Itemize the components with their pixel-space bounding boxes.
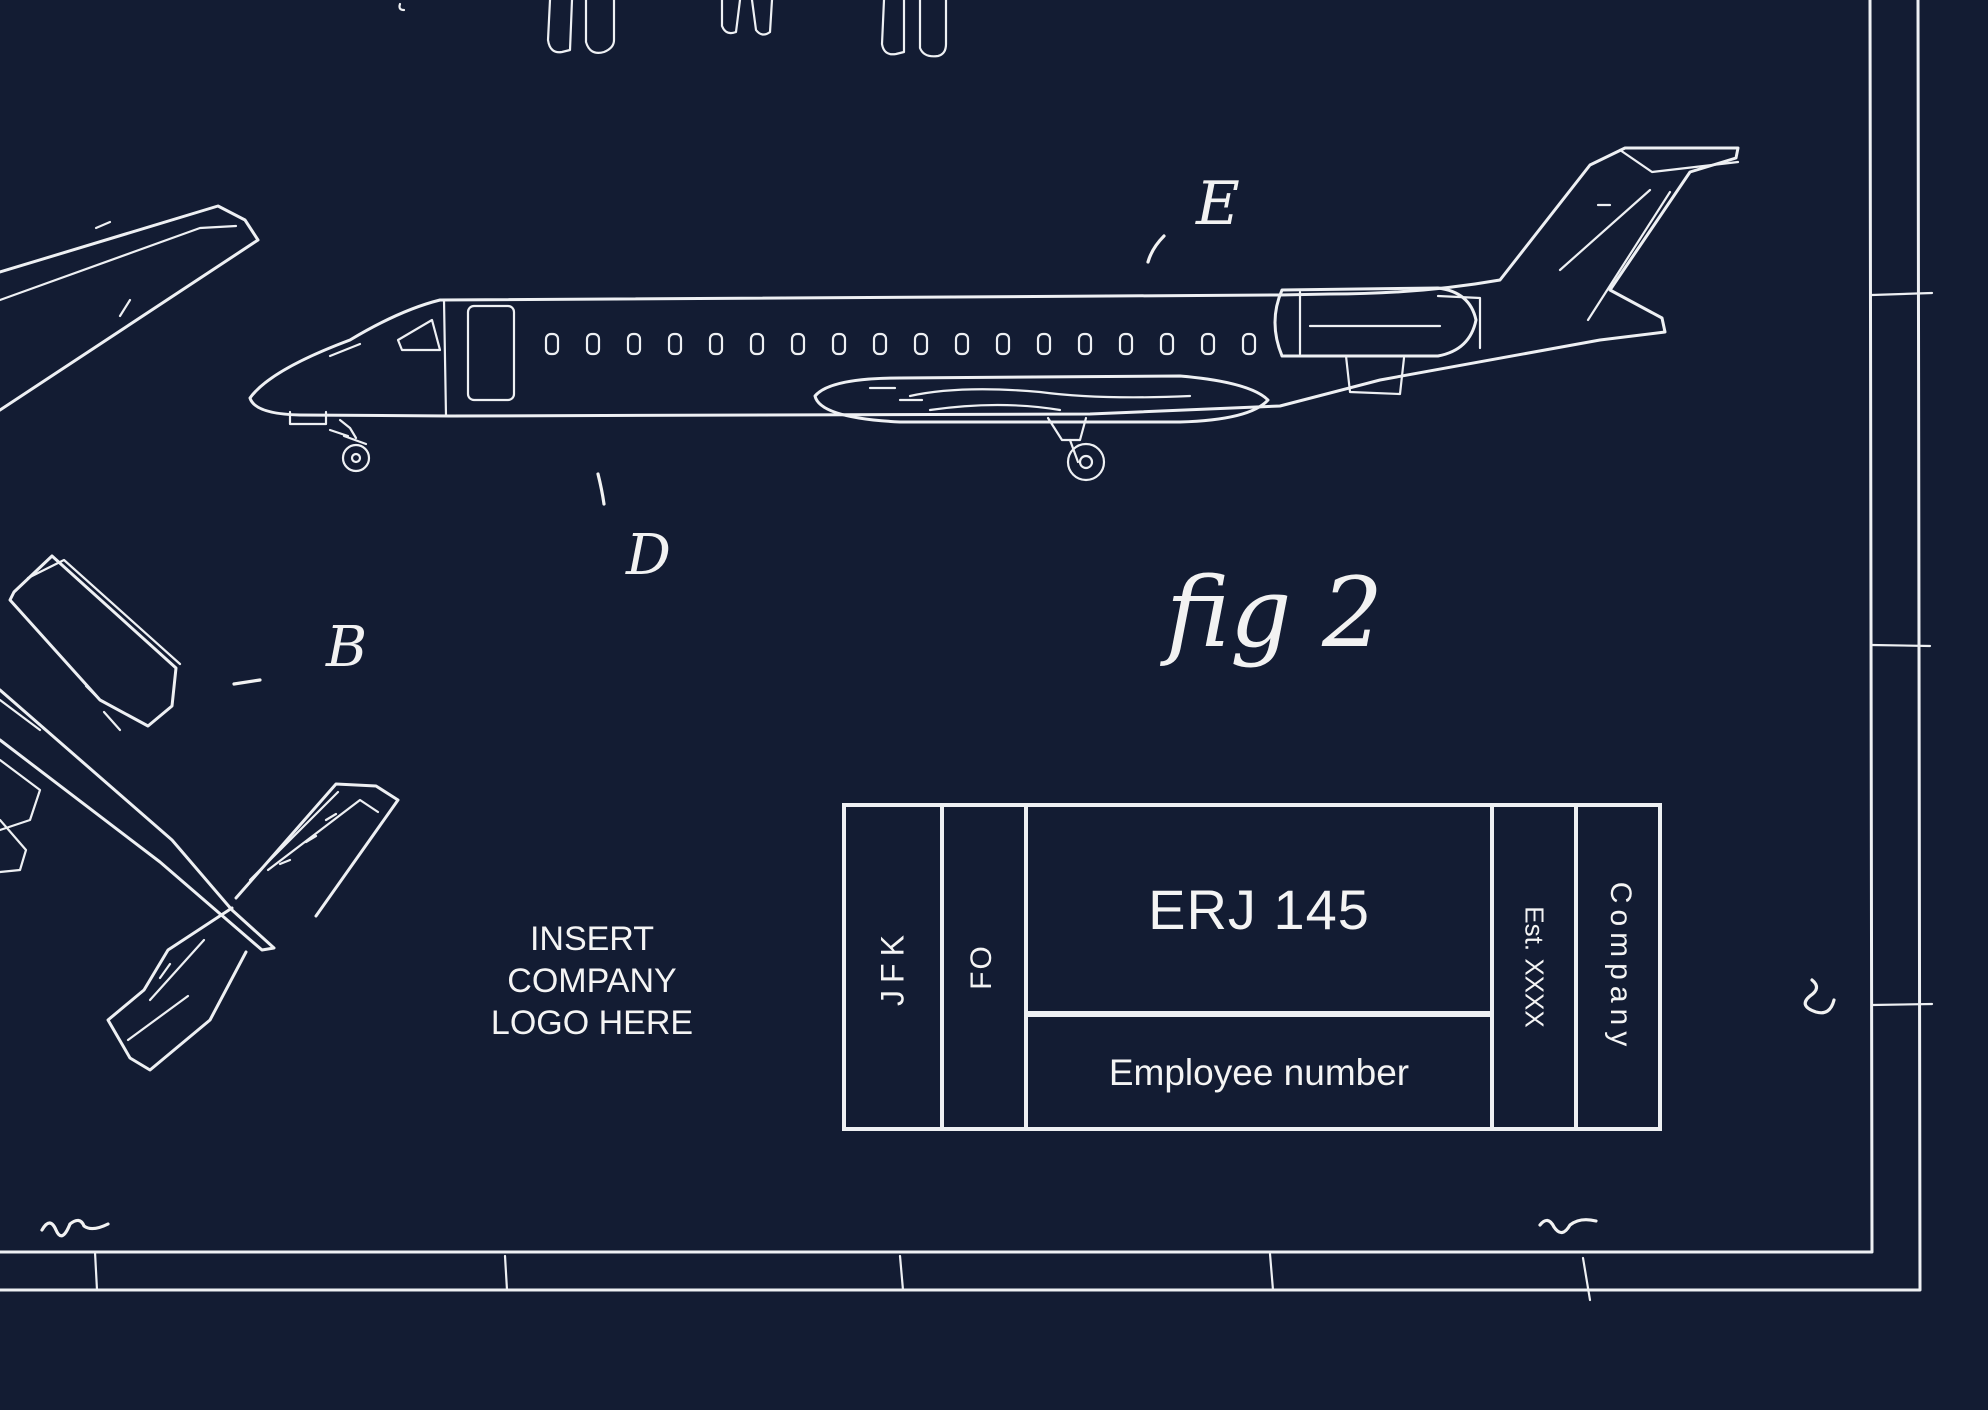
established-text: Est. XXXX: [1519, 906, 1550, 1028]
logo-placeholder-line-2: COMPANY: [507, 962, 677, 1000]
company-text: Company: [1604, 881, 1637, 1053]
callout-d: D: [625, 523, 671, 588]
side-view-aircraft: [248, 146, 1740, 482]
callout-leaders: [232, 234, 1166, 686]
window-row: [544, 332, 1257, 356]
callout-labels: E D B fig 2: [325, 169, 1383, 680]
aircraft-cell: ERJ 145: [1028, 807, 1490, 1017]
title-block: JFK FO ERJ 145 Employee number Est. XXXX…: [842, 803, 1662, 1131]
employee-number-label: Employee number: [1108, 1052, 1410, 1093]
location-text: JFK: [874, 928, 911, 1006]
employee-number-cell: Employee number: [1028, 1017, 1490, 1129]
partial-top-view-aircraft: [0, 204, 400, 1072]
divider-right-1: [1490, 807, 1494, 1127]
company-cell: Company: [1578, 807, 1662, 1127]
logo-placeholder: INSERT COMPANY LOGO HERE: [452, 918, 732, 1044]
established-cell: Est. XXXX: [1494, 807, 1578, 1127]
rank-text: FO: [965, 944, 998, 990]
callout-e: E: [1195, 169, 1240, 239]
sheet-border: [0, 0, 1934, 1302]
location-cell: JFK: [846, 807, 944, 1127]
rank-cell: FO: [940, 807, 1028, 1127]
callout-b: B: [325, 615, 367, 680]
figure-label: fig 2: [1160, 557, 1383, 669]
top-partial-figures: [398, 0, 948, 58]
logo-placeholder-line-1: INSERT: [529, 920, 655, 958]
logo-placeholder-line-3: LOGO HERE: [490, 1004, 694, 1042]
aircraft-type: ERJ 145: [1148, 877, 1370, 941]
